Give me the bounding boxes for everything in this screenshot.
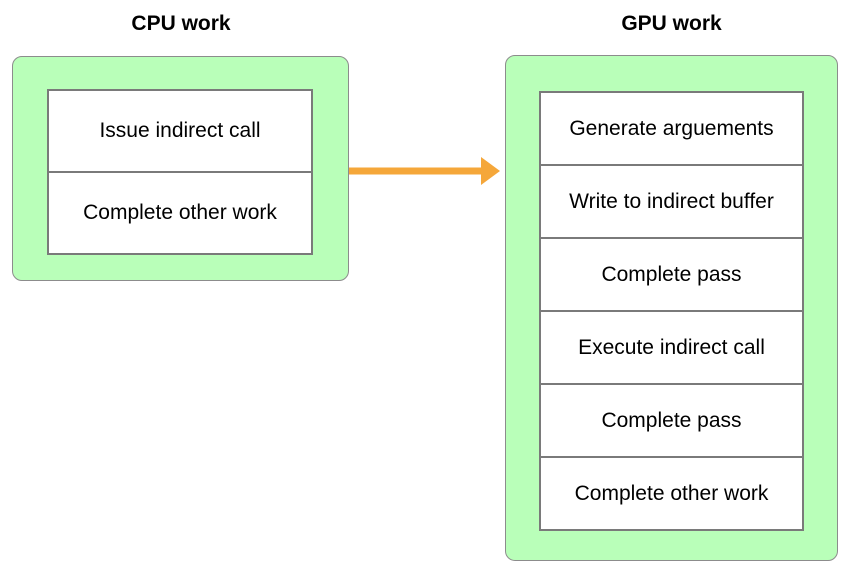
- cpu-step-issue-indirect-call: Issue indirect call: [99, 119, 261, 142]
- gpu-step-write-indirect-buffer: Write to indirect buffer: [541, 164, 802, 237]
- gpu-step-generate-arguments: Generate arguements: [569, 116, 774, 140]
- gpu-title: GPU work: [621, 12, 722, 35]
- cpu-panel: Issue indirect call Complete other work: [12, 56, 349, 281]
- gpu-step-complete-pass: Complete pass: [541, 237, 802, 310]
- gpu-step-complete-pass-2: Complete pass: [541, 383, 802, 456]
- cpu-step-stack: Issue indirect call Complete other work: [47, 89, 313, 255]
- gpu-step-execute-indirect-call: Execute indirect call: [541, 310, 802, 383]
- cpu-title: CPU work: [131, 12, 231, 35]
- flow-arrow-head: [481, 157, 500, 185]
- flow-arrow: [349, 157, 500, 185]
- gpu-step-stack: Generate arguements Write to indirect bu…: [539, 91, 804, 531]
- gpu-panel: Generate arguements Write to indirect bu…: [505, 55, 838, 561]
- cpu-step-complete-other-work: Complete other work: [49, 171, 311, 253]
- gpu-step-complete-other-work: Complete other work: [541, 456, 802, 529]
